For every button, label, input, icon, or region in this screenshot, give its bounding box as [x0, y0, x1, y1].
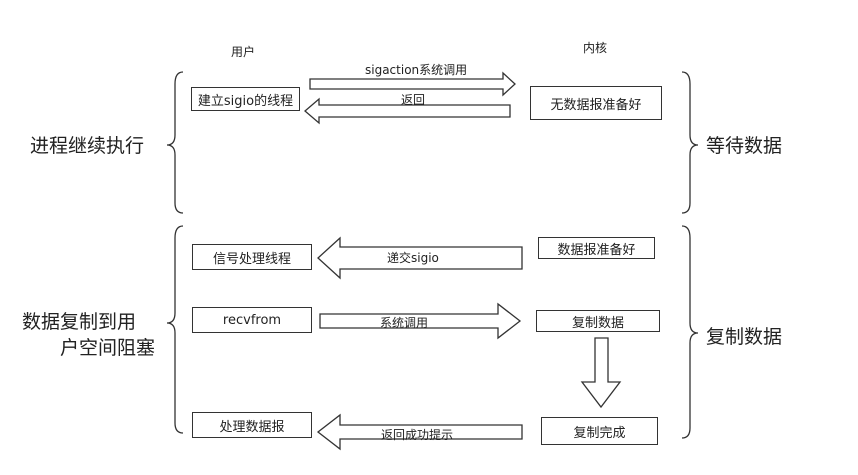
- left-brace-phase1: [166, 71, 184, 214]
- process-datagram-box: 处理数据报: [192, 412, 312, 438]
- signal-handler-thread-box: 信号处理线程: [192, 244, 312, 270]
- left-brace-phase2: [166, 225, 184, 434]
- syscall-arrow: [319, 302, 522, 340]
- user-column-header: 用户: [231, 45, 256, 59]
- return-label: 返回: [401, 93, 426, 107]
- copy-blocking-label-line2: 户空间阻塞: [60, 337, 156, 359]
- copy-complete-box: 复制完成: [541, 417, 658, 445]
- return-success-arrow: [316, 413, 523, 451]
- deliver-sigio-label: 递交sigio: [387, 251, 439, 265]
- datagram-ready-box: 数据报准备好: [538, 237, 655, 259]
- right-brace-phase1: [681, 71, 699, 214]
- deliver-sigio-arrow: [317, 236, 523, 280]
- copy-data-side-label: 复制数据: [706, 326, 783, 348]
- return-arrow: [304, 97, 511, 125]
- sigaction-call-label: sigaction系统调用: [365, 63, 468, 77]
- syscall-label: 系统调用: [380, 316, 429, 330]
- copy-down-arrow: [580, 337, 622, 409]
- copy-data-box: 复制数据: [536, 310, 660, 332]
- return-success-label: 返回成功提示: [381, 428, 454, 442]
- process-continues-label: 进程继续执行: [30, 135, 145, 157]
- right-brace-phase2: [681, 225, 699, 439]
- no-datagram-ready-box: 无数据报准备好: [530, 86, 662, 120]
- waiting-for-data-label: 等待数据: [706, 135, 783, 157]
- create-sigio-thread-box: 建立sigio的线程: [191, 87, 300, 111]
- kernel-column-header: 内核: [583, 41, 608, 55]
- recvfrom-box: recvfrom: [192, 307, 312, 333]
- copy-blocking-label-line1: 数据复制到用: [22, 311, 137, 333]
- sigaction-call-arrow: [309, 71, 516, 97]
